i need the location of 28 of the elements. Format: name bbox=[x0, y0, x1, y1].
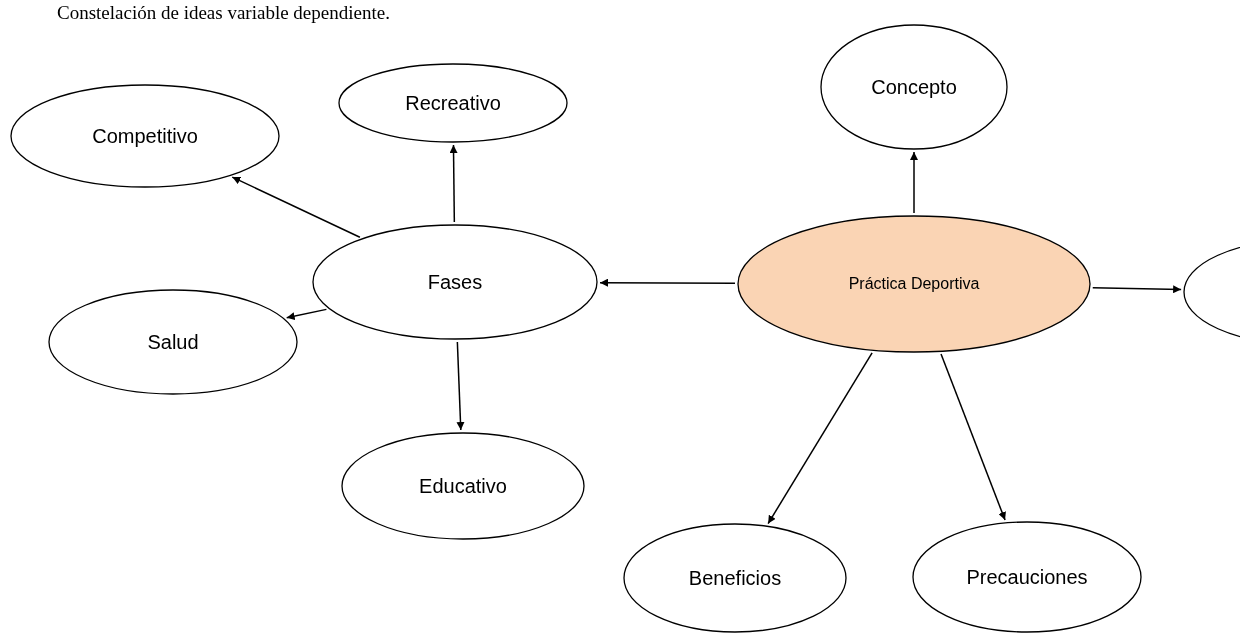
arrow bbox=[285, 308, 328, 321]
idea-ellipse bbox=[10, 84, 280, 188]
idea-ellipse bbox=[623, 523, 847, 633]
arrow bbox=[910, 151, 918, 214]
idea-ellipse bbox=[312, 224, 598, 340]
diagram-title: Constelación de ideas variable dependiente. bbox=[57, 2, 390, 24]
node-label: Competitivo bbox=[91, 123, 199, 149]
idea-ellipse bbox=[48, 289, 298, 395]
arrow bbox=[940, 353, 1006, 521]
node-label: Concepto bbox=[870, 74, 958, 100]
node-label: Precauciones bbox=[965, 564, 1089, 590]
node-label: Educativo bbox=[418, 473, 508, 499]
idea-ellipse bbox=[737, 215, 1091, 353]
arrow bbox=[767, 352, 873, 525]
node-label: Fases bbox=[426, 269, 484, 295]
idea-ellipse bbox=[820, 24, 1008, 150]
node-label: Beneficios bbox=[687, 565, 783, 591]
node-label: Práctica Deportiva bbox=[847, 274, 981, 294]
node-label: Salud bbox=[146, 329, 200, 355]
idea-ellipse bbox=[341, 432, 585, 540]
arrow bbox=[1092, 285, 1182, 294]
arrow bbox=[231, 176, 361, 238]
arrow bbox=[456, 341, 465, 431]
node-label: Recreativo bbox=[404, 90, 502, 116]
arrow bbox=[599, 278, 736, 287]
idea-ellipse bbox=[912, 521, 1142, 633]
idea-ellipse bbox=[338, 63, 568, 143]
arrow bbox=[449, 144, 458, 223]
